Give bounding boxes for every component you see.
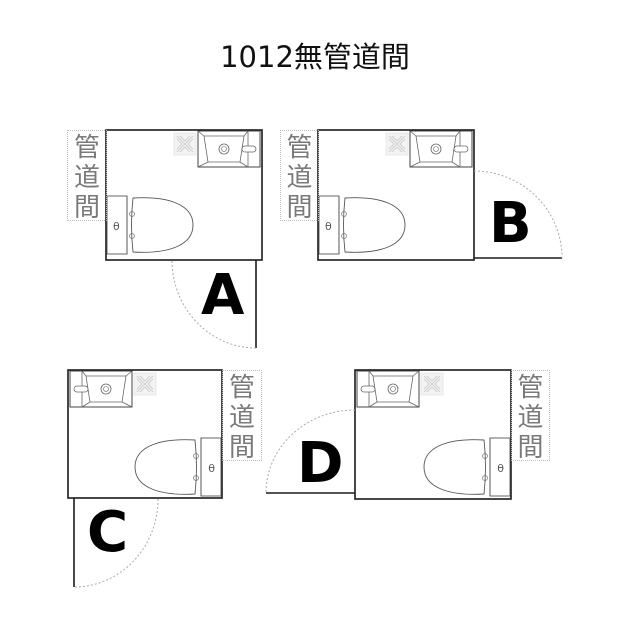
pipe-char: 道 — [517, 403, 544, 433]
page-title: 1012無管道間 — [220, 40, 410, 74]
option-label-b: B — [489, 191, 532, 256]
pipe-char: 管 — [228, 373, 255, 403]
room-c-plan — [67, 369, 223, 588]
pipe-shaft-c: 管 道 間 — [222, 370, 262, 463]
pipe-char: 管 — [517, 373, 544, 403]
pipe-char: 間 — [517, 433, 544, 463]
room-b-plan — [317, 129, 563, 261]
pipe-char: 管 — [286, 133, 313, 163]
pipe-char: 道 — [286, 163, 313, 193]
pipe-char: 管 — [73, 133, 100, 163]
pipe-char: 道 — [228, 403, 255, 433]
room-a-plan — [105, 129, 263, 349]
pipe-char: 間 — [73, 193, 100, 223]
pipe-char: 間 — [286, 193, 313, 223]
option-label-d: D — [297, 431, 344, 496]
room-d-plan — [265, 369, 512, 500]
pipe-char: 道 — [73, 163, 100, 193]
pipe-shaft-a: 管 道 間 — [67, 130, 107, 223]
pipe-shaft-b: 管 道 間 — [280, 130, 319, 223]
option-label-a: A — [201, 263, 245, 328]
pipe-char: 間 — [228, 433, 255, 463]
pipe-shaft-d: 管 道 間 — [511, 370, 550, 463]
option-label-c: C — [87, 500, 129, 565]
